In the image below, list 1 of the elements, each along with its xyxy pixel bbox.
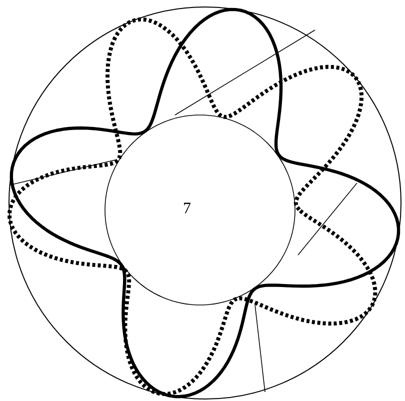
region-label: 7 xyxy=(184,202,191,214)
